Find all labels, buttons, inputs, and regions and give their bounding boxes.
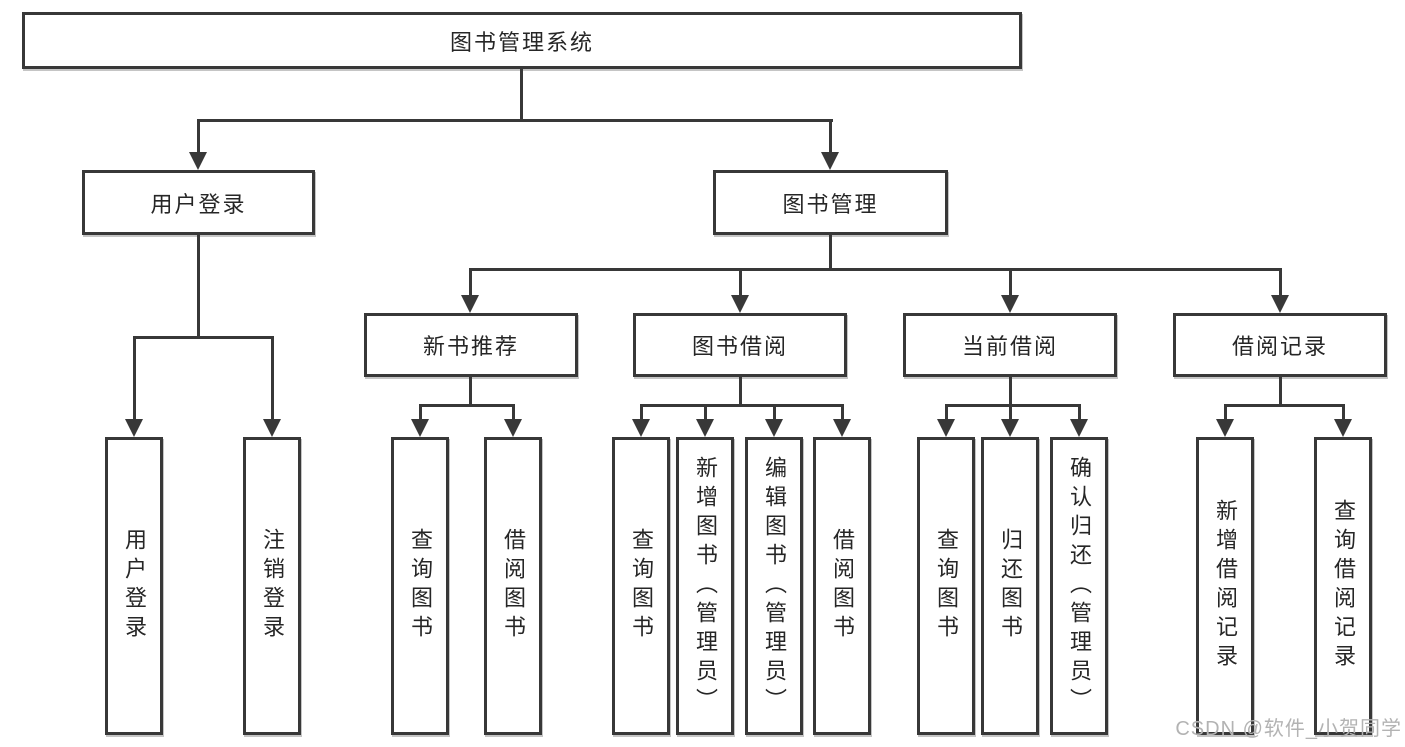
- arrow-down-icon: [731, 295, 749, 313]
- arrow-down-icon: [1271, 295, 1289, 313]
- connector-drop-leaf: [841, 404, 844, 422]
- connector-drop-leaf: [271, 336, 274, 422]
- arrow-down-icon: [263, 419, 281, 437]
- leaf-label: 查询借阅记录: [1331, 499, 1356, 673]
- connector-user-login-trunk: [197, 235, 200, 338]
- connector-drop-leaf: [512, 404, 515, 422]
- leaf-label: 查询图书: [934, 528, 959, 644]
- connector-drop-leaf: [1078, 404, 1081, 422]
- arrow-down-icon: [125, 419, 143, 437]
- leaf-label: 借阅图书: [830, 528, 855, 644]
- node-label: 图书管理: [782, 191, 879, 217]
- connector-records-trunk: [1279, 377, 1282, 406]
- connector-new-books-split: [419, 404, 515, 407]
- connector-current-split: [945, 404, 1081, 407]
- connector-drop-leaf: [133, 336, 136, 422]
- leaf-label: 确认归还（管理员）: [1067, 455, 1092, 717]
- leaf-query-books-new: 查询图书: [391, 437, 449, 735]
- connector-book-mgmt-trunk: [829, 235, 832, 270]
- arrow-down-icon: [1001, 419, 1019, 437]
- leaf-label: 编辑图书（管理员）: [762, 455, 787, 717]
- connector-current-trunk: [1009, 377, 1012, 406]
- connector-drop-new-books: [469, 268, 472, 298]
- arrow-down-icon: [461, 295, 479, 313]
- arrow-down-icon: [632, 419, 650, 437]
- connector-records-split: [1224, 404, 1345, 407]
- connector-drop-leaf: [1342, 404, 1345, 422]
- connector-drop-leaf: [945, 404, 948, 422]
- leaf-add-books-admin: 新增图书（管理员）: [676, 437, 734, 735]
- node-book-management: 图书管理: [713, 170, 948, 235]
- arrow-down-icon: [1070, 419, 1088, 437]
- leaf-label: 归还图书: [998, 528, 1023, 644]
- connector-drop-current: [1009, 268, 1012, 298]
- connector-drop-leaf: [704, 404, 707, 422]
- connector-user-login-split: [133, 336, 274, 339]
- connector-drop-leaf: [773, 404, 776, 422]
- connector-borrow-trunk: [739, 377, 742, 406]
- node-book-borrowing: 图书借阅: [633, 313, 847, 377]
- connector-borrow-split: [640, 404, 844, 407]
- leaf-label: 借阅图书: [501, 528, 526, 644]
- arrow-down-icon: [1001, 295, 1019, 313]
- leaf-borrow-books-new: 借阅图书: [484, 437, 542, 735]
- arrow-down-icon: [833, 419, 851, 437]
- node-label: 借阅记录: [1231, 334, 1328, 359]
- arrow-down-icon: [189, 152, 207, 170]
- node-library-management-system: 图书管理系统: [22, 12, 1022, 69]
- arrow-down-icon: [1334, 419, 1352, 437]
- connector-drop-leaf: [1009, 404, 1012, 422]
- connector-root-split: [197, 119, 833, 122]
- connector-drop-leaf: [419, 404, 422, 422]
- leaf-label: 新增借阅记录: [1213, 499, 1238, 673]
- node-label: 用户登录: [150, 191, 247, 217]
- connector-drop-leaf: [1224, 404, 1227, 422]
- node-label: 图书管理系统: [449, 29, 594, 55]
- node-label: 图书借阅: [691, 334, 788, 359]
- arrow-down-icon: [821, 152, 839, 170]
- connector-new-books-trunk: [469, 377, 472, 406]
- leaf-return-books: 归还图书: [981, 437, 1039, 735]
- arrow-down-icon: [696, 419, 714, 437]
- node-label: 新书推荐: [422, 334, 519, 359]
- leaf-label: 查询图书: [408, 528, 433, 644]
- leaf-query-borrow-record: 查询借阅记录: [1314, 437, 1372, 735]
- node-label: 当前借阅: [961, 334, 1058, 359]
- node-borrowing-records: 借阅记录: [1173, 313, 1387, 377]
- leaf-borrow-books: 借阅图书: [813, 437, 871, 735]
- connector-book-mgmt-split: [469, 268, 1282, 271]
- arrow-down-icon: [411, 419, 429, 437]
- leaf-logout: 注销登录: [243, 437, 301, 735]
- node-user-login: 用户登录: [82, 170, 315, 235]
- leaf-label: 查询图书: [629, 528, 654, 644]
- node-current-borrowing: 当前借阅: [903, 313, 1117, 377]
- arrow-down-icon: [1216, 419, 1234, 437]
- leaf-label: 用户登录: [122, 528, 147, 644]
- leaf-confirm-return-admin: 确认归还（管理员）: [1050, 437, 1108, 735]
- node-new-book-recommendation: 新书推荐: [364, 313, 578, 377]
- csdn-watermark: CSDN @软件_小贺同学: [1175, 718, 1402, 740]
- connector-drop-records: [1279, 268, 1282, 298]
- connector-drop-borrow: [739, 268, 742, 298]
- connector-drop-book-mgmt: [829, 119, 832, 155]
- connector-drop-user-login: [197, 119, 200, 155]
- connector-drop-leaf: [640, 404, 643, 422]
- leaf-add-borrow-record: 新增借阅记录: [1196, 437, 1254, 735]
- leaf-label: 新增图书（管理员）: [693, 455, 718, 717]
- connector-root-trunk: [520, 69, 523, 121]
- leaf-user-login: 用户登录: [105, 437, 163, 735]
- leaf-label: 注销登录: [260, 528, 285, 644]
- leaf-query-books-borrow: 查询图书: [612, 437, 670, 735]
- arrow-down-icon: [937, 419, 955, 437]
- leaf-edit-books-admin: 编辑图书（管理员）: [745, 437, 803, 735]
- arrow-down-icon: [504, 419, 522, 437]
- arrow-down-icon: [765, 419, 783, 437]
- leaf-query-books-current: 查询图书: [917, 437, 975, 735]
